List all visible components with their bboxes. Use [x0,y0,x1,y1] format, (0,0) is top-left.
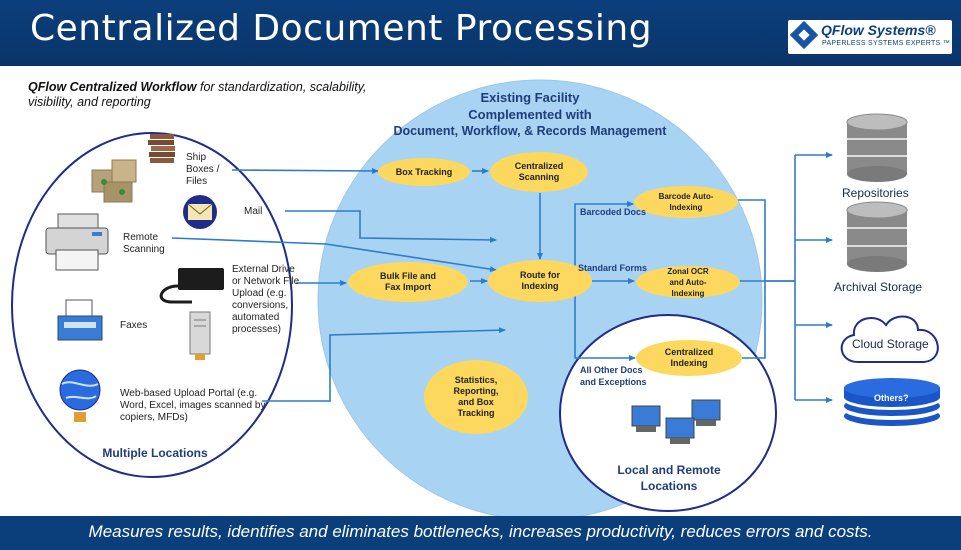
external-drive-icon [159,268,224,304]
multiple-locations-ellipse [11,132,293,478]
server-icon [189,311,211,360]
label-others: Others? [874,393,909,403]
label-mail: Mail [244,206,263,217]
archival-database-icon [846,201,908,272]
node-centralized-indexing: Centralized Indexing [636,340,742,376]
node-route: Route for Indexing [488,260,592,302]
boxes-icon [91,159,137,203]
node-barcode: Barcode Auto-Indexing [634,186,738,218]
edge-route-to-indexing [574,282,636,361]
cloud-icon [840,315,939,363]
edge-portal [262,327,506,402]
label-remote-scanning: Remote Scanning [123,232,165,255]
facility-title-line2: Complemented with [468,107,592,122]
header-bar: Centralized Document Processing QFlow Sy… [0,0,961,66]
intro-rest: for standardization, scalability, visibi… [28,80,367,109]
footer-text: Measures results, identifies and elimina… [88,522,873,541]
edge-ship-to-box [231,167,379,174]
edge-indexing-out [742,281,766,359]
label-web-portal: Web-based Upload Portal (e.g. Word, Exce… [120,388,266,423]
edge-label-barcoded: Barcoded Docs [580,207,647,217]
page-title: Centralized Document Processing [30,8,653,49]
node-zonal: Zonal OCR and Auto-Indexing [636,266,740,298]
edge-remote-scan [171,237,497,273]
label-faxes: Faxes [120,320,148,331]
local-remote-title: Local and Remote Locations [617,463,721,493]
mail-envelope-icon [183,195,217,229]
edge-label-standard: Standard Forms [578,263,648,273]
logo-tagline: PAPERLESS SYSTEMS EXPERTS ™ [822,40,951,47]
printer-icon [45,213,109,271]
intro-text: QFlow Centralized Workflow for standardi… [28,80,388,110]
facility-title-line3: Document, Workflow, & Records Management [393,124,667,138]
node-box-tracking: Box Tracking [378,158,470,186]
intro-bold: QFlow Centralized Workflow [28,80,197,94]
repositories-database-icon [846,113,908,182]
label-ship: Ship Boxes / Files [186,152,220,187]
label-archival: Archival Storage [834,280,923,294]
label-repositories: Repositories [842,186,909,200]
node-centralized-scanning: Centralized Scanning [490,152,588,192]
node-statistics: Statistics, Reporting, and Box Tracking [424,360,528,434]
edge-label-other: All Other Docs and Exceptions [580,365,647,387]
label-external-drive: External Drive or Network File Upload (e… [232,264,300,335]
footer-bar: Measures results, identifies and elimina… [0,516,961,550]
others-disk-stack-icon [844,378,940,426]
label-cloud: Cloud Storage [852,337,929,351]
fax-icon [57,299,103,341]
edge-mail [285,210,497,243]
logo-name: QFlow Systems® [821,22,936,38]
globe-icon [59,369,101,422]
company-logo: QFlow Systems® PAPERLESS SYSTEMS EXPERTS… [788,20,952,54]
facility-title-line1: Existing Facility [480,90,580,105]
files-stack-icon [148,134,175,163]
node-bulk-file: Bulk File and Fax Import [348,262,468,302]
computers-icon [631,399,721,444]
multiple-locations-title: Multiple Locations [102,446,208,460]
